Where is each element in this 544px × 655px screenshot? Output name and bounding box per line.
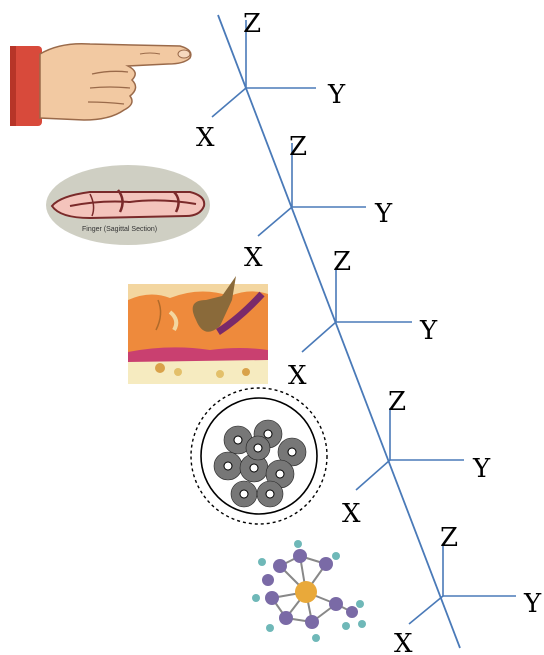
frame-5-z-label: Z	[440, 523, 458, 553]
frame-5-x-label: X	[394, 629, 413, 655]
frame-1-z-label: Z	[243, 9, 261, 39]
frame-2-z-label: Z	[289, 132, 307, 162]
frame-3-y-label: Y	[419, 316, 438, 346]
coordinate-frame-5: Z Y X	[394, 523, 542, 655]
frame-2-y-label: Y	[374, 199, 393, 229]
coordinate-frame-2: Z Y X	[244, 132, 393, 273]
frame-1-y-label: Y	[327, 80, 346, 110]
frame-4-y-label: Y	[472, 454, 491, 484]
frame-1-x-label: X	[196, 123, 215, 153]
main-diagonal-line	[217, 14, 461, 649]
frame-5-y-label: Y	[523, 589, 542, 619]
coordinate-frame-1: Z Y X	[196, 9, 346, 153]
frame-4-z-label: Z	[388, 387, 406, 417]
frame-4-x-label: X	[342, 499, 361, 529]
finger-sagittal-section-icon: Finger (Sagittal Section)	[46, 165, 210, 245]
coordinate-frame-4: Z Y X	[342, 387, 491, 529]
molecule-icon	[252, 540, 366, 642]
pointing-hand-icon	[10, 42, 192, 126]
frame-3-x-label: X	[288, 361, 307, 391]
skin-tissue-cross-section-icon	[128, 276, 268, 384]
coordinate-frame-3: Z Y X	[288, 247, 438, 391]
frame-2-x-label: X	[244, 243, 263, 273]
frame-3-z-label: Z	[333, 247, 351, 277]
finger-section-caption: Finger (Sagittal Section)	[82, 226, 157, 233]
cell-cluster-icon	[190, 387, 328, 525]
